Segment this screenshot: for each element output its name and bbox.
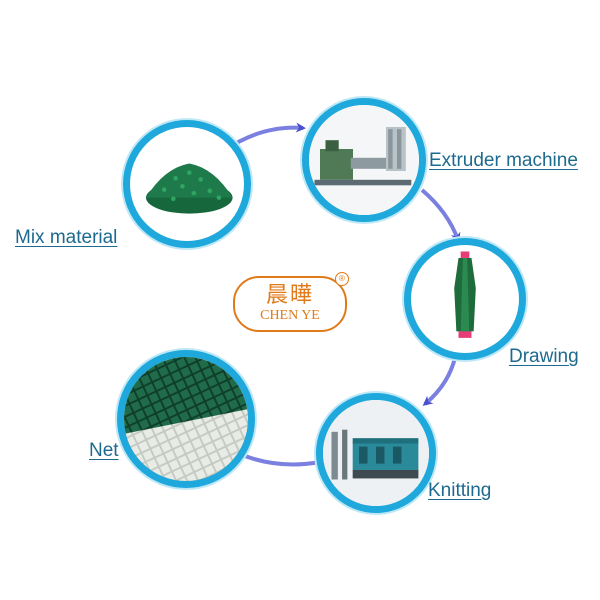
knitting-machine-icon [323, 400, 429, 506]
registered-mark-icon: ® [335, 272, 349, 286]
step-circle-extruder [302, 98, 426, 222]
arrow-drawing-to-knitting [422, 357, 457, 406]
step-circle-knitting [316, 393, 436, 513]
step-circle-mix [123, 120, 251, 248]
step-label-net: Net [89, 440, 119, 461]
chen-ye-logo: 晨曄 CHEN YE ® [233, 272, 349, 332]
step-circle-net [117, 350, 255, 488]
shade-net-icon [124, 357, 248, 481]
step-circle-drawing [404, 238, 526, 360]
logo-english-text: CHEN YE [260, 308, 320, 323]
step-label-mix: Mix material [15, 227, 118, 248]
extruder-machine-icon [309, 105, 419, 215]
logo-chinese-text: 晨曄 [265, 282, 314, 307]
step-label-extruder: Extruder machine [429, 150, 578, 171]
yarn-bobbin-icon [454, 251, 476, 338]
green-granules-icon [145, 163, 233, 214]
step-label-drawing: Drawing [509, 346, 579, 367]
step-label-knitting: Knitting [428, 480, 492, 501]
arrow-extruder-to-drawing [420, 188, 461, 243]
